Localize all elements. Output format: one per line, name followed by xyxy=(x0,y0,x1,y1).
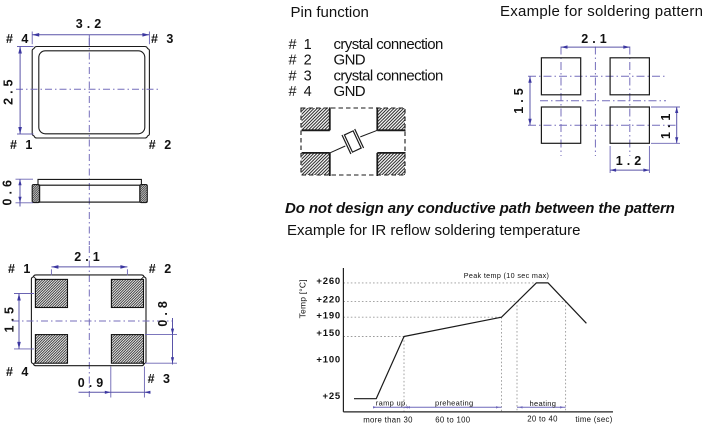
svg-text:+190: +190 xyxy=(316,310,341,321)
svg-text:# 2: # 2 xyxy=(149,262,174,276)
svg-text:2.5: 2.5 xyxy=(1,76,15,105)
svg-text:Do not design any conductive p: Do not design any conductive path betwee… xyxy=(285,200,675,217)
svg-text:0.6: 0.6 xyxy=(0,176,14,205)
svg-text:+260: +260 xyxy=(316,276,341,287)
svg-text:heating: heating xyxy=(530,399,557,408)
svg-text:1.5: 1.5 xyxy=(2,303,16,332)
svg-text:# 1: # 1 xyxy=(10,138,35,152)
svg-text:1.5: 1.5 xyxy=(512,84,526,113)
svg-text:+100: +100 xyxy=(316,354,341,365)
svg-text:Example for soldering pattern: Example for soldering pattern xyxy=(500,3,703,20)
svg-text:Peak temp (10 sec max): Peak temp (10 sec max) xyxy=(464,271,550,280)
svg-text:# 4: # 4 xyxy=(6,365,31,379)
svg-text:2.1: 2.1 xyxy=(581,32,610,46)
svg-text:# 3: # 3 xyxy=(151,32,176,46)
svg-text:# 4: # 4 xyxy=(6,32,31,46)
svg-text:60 to 100: 60 to 100 xyxy=(435,416,471,425)
svg-text:1.1: 1.1 xyxy=(659,110,673,139)
svg-text:more than 30: more than 30 xyxy=(363,416,413,425)
svg-text:# 1: # 1 xyxy=(289,37,314,53)
svg-text:Example for IR reflow solderin: Example for IR reflow soldering temperat… xyxy=(287,222,580,239)
svg-text:preheating: preheating xyxy=(435,398,473,407)
svg-text:1.2: 1.2 xyxy=(616,154,645,168)
svg-text:3.2: 3.2 xyxy=(76,17,105,31)
svg-text:Pin function: Pin function xyxy=(291,4,369,21)
svg-text:# 3: # 3 xyxy=(289,68,314,84)
svg-text:+25: +25 xyxy=(322,391,341,402)
svg-text:0.8: 0.8 xyxy=(156,297,170,326)
svg-text:Temp [°C]: Temp [°C] xyxy=(298,279,308,318)
svg-text:# 1: # 1 xyxy=(8,262,33,276)
svg-text:ramp up.: ramp up. xyxy=(376,398,408,407)
svg-text:+150: +150 xyxy=(316,328,341,339)
svg-text:GND: GND xyxy=(334,52,366,69)
svg-text:crystal connection: crystal connection xyxy=(334,36,444,53)
svg-text:+220: +220 xyxy=(316,295,341,306)
svg-text:2.1: 2.1 xyxy=(74,250,103,264)
svg-text:20 to 40: 20 to 40 xyxy=(527,414,558,423)
svg-text:crystal connection: crystal connection xyxy=(334,67,444,84)
svg-text:0.9: 0.9 xyxy=(78,376,107,390)
svg-text:# 3: # 3 xyxy=(148,372,173,386)
svg-text:# 2: # 2 xyxy=(289,53,314,69)
svg-text:# 4: # 4 xyxy=(289,84,314,100)
svg-text:# 2: # 2 xyxy=(149,138,174,152)
svg-text:GND: GND xyxy=(334,83,366,100)
svg-text:time (sec): time (sec) xyxy=(575,415,612,424)
